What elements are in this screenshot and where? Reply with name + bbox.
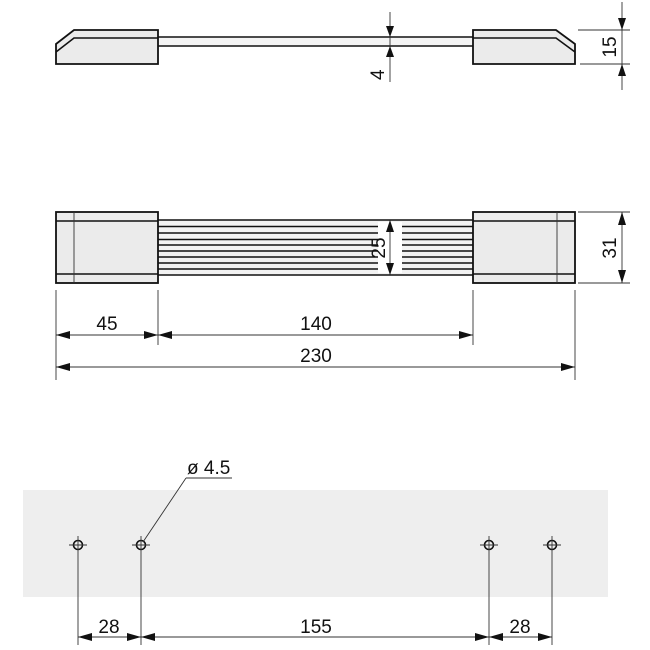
- dim-label-140: 140: [300, 314, 332, 335]
- hole-diameter-callout: ø 4.5: [142, 458, 232, 543]
- dim-strap-thickness: 4: [368, 12, 394, 82]
- dim-label-25: 25: [369, 237, 390, 258]
- dim-block-width: 31: [578, 211, 630, 284]
- dim-hole-spacing-left: 28: [78, 617, 141, 641]
- dim-label-hole-diameter: ø 4.5: [187, 458, 230, 479]
- dim-label-155: 155: [300, 617, 332, 638]
- dim-strap-length: 140: [158, 314, 473, 339]
- mounting-hole: [69, 536, 87, 645]
- dim-label-28-right: 28: [509, 617, 530, 638]
- top-ribbed-strap: [158, 219, 473, 276]
- dim-strap-width: 25: [369, 220, 394, 275]
- side-strap: [158, 36, 473, 47]
- top-right-block: [472, 211, 576, 284]
- plate-surface: [23, 490, 608, 597]
- dim-label-28-left: 28: [98, 617, 119, 638]
- mounting-hole: [543, 536, 561, 645]
- mounting-hole: [132, 536, 150, 645]
- side-view: 4 15: [55, 2, 630, 90]
- mounting-plate: ø 4.5 28 155 28: [23, 458, 608, 645]
- dim-label-31: 31: [600, 237, 621, 258]
- dim-block-length: 45: [56, 314, 158, 339]
- side-left-block: [55, 29, 159, 65]
- dim-label-45: 45: [96, 314, 117, 335]
- top-view: 25 31 45 140: [55, 211, 630, 380]
- mounting-hole: [480, 536, 498, 645]
- dim-overall-length: 230: [56, 346, 575, 371]
- dim-hole-spacing-right: 28: [489, 617, 552, 641]
- dim-label-4: 4: [368, 69, 389, 80]
- dim-label-230: 230: [300, 346, 332, 367]
- dim-block-height: 15: [578, 2, 630, 90]
- dim-hole-spacing-center: 155: [141, 617, 489, 641]
- side-right-block: [472, 29, 576, 65]
- dim-label-15: 15: [600, 36, 621, 57]
- top-left-block: [55, 211, 159, 284]
